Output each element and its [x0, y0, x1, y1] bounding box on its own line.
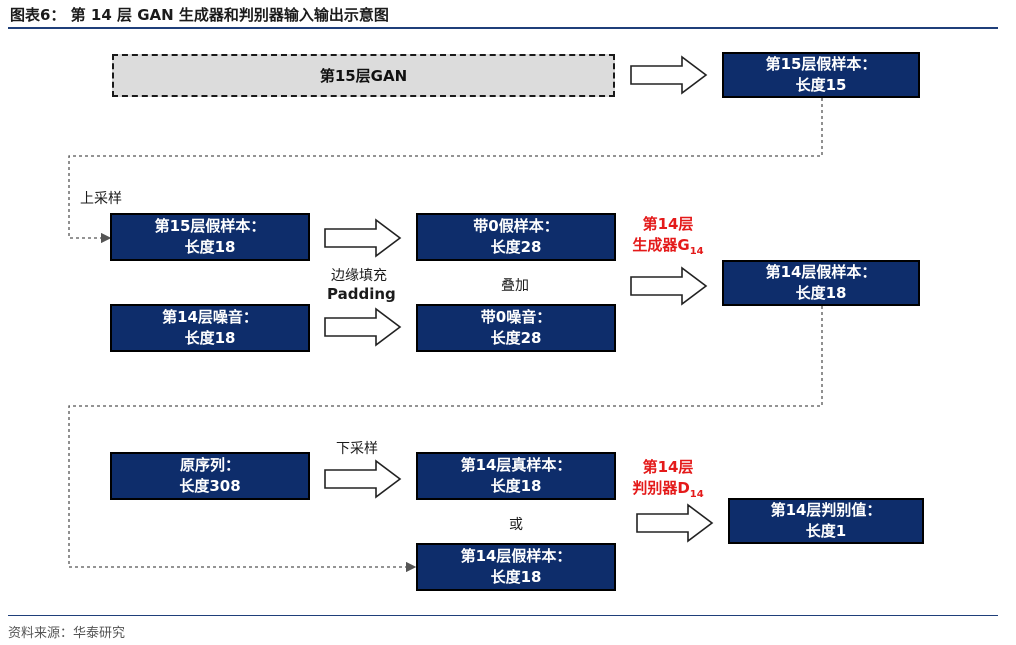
- arrow-downsample: [324, 459, 402, 499]
- box-line2: 长度18: [184, 238, 236, 256]
- box-line1: 第14层假样本：: [460, 547, 572, 565]
- box-line2: 长度18: [184, 329, 236, 347]
- or-label: 或: [509, 517, 523, 533]
- box-14-disc-value: 第14层判别值： 长度1: [728, 498, 924, 544]
- box-line2: 长度28: [490, 238, 542, 256]
- padding-label-cn: 边缘填充: [331, 268, 387, 284]
- discriminator-subscript: 14: [689, 489, 704, 500]
- generator-line2: 生成器G14: [626, 235, 710, 262]
- arrow-pad-fake: [324, 218, 402, 258]
- box-line1: 第14层假样本：: [765, 263, 877, 281]
- box-line1: 原序列：: [179, 456, 240, 474]
- gan-15-box: 第15层GAN: [112, 54, 615, 97]
- box-line2: 长度308: [179, 477, 241, 495]
- stack-label: 叠加: [501, 278, 529, 294]
- upsample-label: 上采样: [80, 191, 122, 207]
- box-line1: 第14层判别值：: [770, 501, 882, 519]
- discriminator-label: 第14层 判别器D14: [626, 457, 710, 505]
- arrow-generator: [630, 266, 708, 306]
- box-line1: 第14层真样本：: [460, 456, 572, 474]
- box-line1: 第14层噪音：: [162, 308, 258, 326]
- box-line2: 长度18: [490, 568, 542, 586]
- box-padded-noise: 带0噪音： 长度28: [416, 304, 616, 352]
- box-14-fake-sample-right: 第14层假样本： 长度18: [722, 260, 920, 306]
- box-14-noise: 第14层噪音： 长度18: [110, 304, 310, 352]
- gan-15-label: 第15层GAN: [319, 67, 408, 85]
- box-14-real-sample: 第14层真样本： 长度18: [416, 452, 616, 500]
- box-line2: 长度1: [805, 522, 847, 540]
- figure-title: 图表6： 第 14 层 GAN 生成器和判别器输入输出示意图: [10, 6, 389, 24]
- source-note: 资料来源：华泰研究: [8, 626, 126, 641]
- top-rule: [8, 27, 998, 29]
- box-line2: 长度28: [490, 329, 542, 347]
- downsample-label: 下采样: [336, 441, 378, 457]
- padding-label-en: Padding: [327, 285, 396, 303]
- box-15-fake-sample-left: 第15层假样本： 长度18: [110, 213, 310, 261]
- arrow-discriminator: [636, 503, 714, 543]
- connector-right-to-bottom: [68, 306, 823, 573]
- connector-top-to-left: [68, 98, 823, 244]
- box-line1: 第15层假样本：: [765, 55, 877, 73]
- bottom-rule: [8, 615, 998, 616]
- box-line2: 长度18: [490, 477, 542, 495]
- box-14-fake-sample-bottom: 第14层假样本： 长度18: [416, 543, 616, 591]
- box-line1: 带0假样本：: [473, 217, 559, 235]
- box-line2: 长度18: [795, 284, 847, 302]
- arrow-gan-to-fake15: [630, 55, 708, 95]
- generator-name: 生成器G: [632, 236, 690, 254]
- box-original-sequence: 原序列： 长度308: [110, 452, 310, 500]
- generator-line1: 第14层: [642, 215, 694, 233]
- discriminator-line2: 判别器D14: [626, 478, 710, 505]
- box-line1: 第15层假样本：: [154, 217, 266, 235]
- generator-label: 第14层 生成器G14: [626, 214, 710, 262]
- arrow-pad-noise: [324, 307, 402, 347]
- box-line1: 带0噪音：: [480, 308, 552, 326]
- generator-subscript: 14: [689, 246, 704, 257]
- box-line2: 长度15: [795, 76, 847, 94]
- discriminator-line1: 第14层: [642, 458, 694, 476]
- box-padded-fake: 带0假样本： 长度28: [416, 213, 616, 261]
- box-15-fake-sample-top: 第15层假样本： 长度15: [722, 52, 920, 98]
- discriminator-name: 判别器D: [632, 479, 690, 497]
